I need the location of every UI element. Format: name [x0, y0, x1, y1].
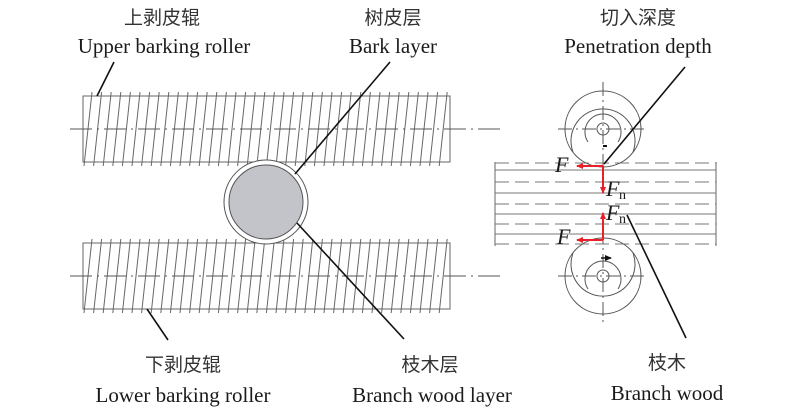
- svg-text:Branch wood: Branch wood: [611, 381, 724, 405]
- leader-upper-roller: [96, 61, 115, 97]
- roller-thread-line: [361, 238, 371, 314]
- roller-thread-line: [227, 91, 237, 167]
- roller-thread-line: [198, 91, 208, 167]
- roller-thread-line: [438, 238, 448, 314]
- leader-branch-wood-layer: [296, 222, 405, 340]
- leader-branch-wood: [626, 214, 687, 339]
- roller-thread-line: [294, 238, 304, 314]
- branch-cross-section: [223, 159, 309, 245]
- branch-wood-core: [228, 164, 304, 240]
- svg-text:枝木层: 枝木层: [401, 354, 458, 376]
- roller-thread-line: [265, 91, 275, 167]
- roller-thread-line: [294, 91, 304, 167]
- leader-lines: [96, 61, 687, 341]
- force-label-F-upper: F: [554, 152, 569, 177]
- svg-text:Branch wood layer: Branch wood layer: [352, 383, 512, 407]
- roller-thread-line: [198, 238, 208, 314]
- svg-text:Bark layer: Bark layer: [349, 34, 437, 58]
- svg-text:下剥皮辊: 下剥皮辊: [145, 354, 221, 376]
- roller-thread-line: [121, 238, 131, 314]
- roller-thread-line: [227, 238, 237, 314]
- roller-thread-line: [333, 238, 343, 314]
- roller-thread-line: [160, 91, 170, 167]
- leader-bark-layer: [294, 61, 391, 175]
- force-label-Fn-lower: F: [605, 200, 620, 225]
- leader-penetration-depth: [603, 66, 686, 165]
- label-branch-wood: 枝木 Branch wood: [611, 352, 724, 405]
- roller-thread-line: [361, 91, 371, 167]
- svg-text:Lower barking roller: Lower barking roller: [96, 383, 271, 407]
- roller-thread-line: [160, 238, 170, 314]
- upper-roller-front: [558, 82, 648, 176]
- label-branch-wood-layer: 枝木层 Branch wood layer: [352, 354, 512, 407]
- roller-thread-line: [333, 91, 343, 167]
- svg-text:Upper barking roller: Upper barking roller: [78, 34, 251, 58]
- roller-thread-line: [438, 91, 448, 167]
- label-lower-roller: 下剥皮辊 Lower barking roller: [96, 354, 271, 407]
- svg-text:上剥皮辊: 上剥皮辊: [124, 7, 200, 29]
- force-subscript-n-lower: n: [619, 212, 626, 227]
- svg-text:切入深度: 切入深度: [600, 7, 676, 29]
- roller-thread-line: [429, 238, 439, 314]
- force-label-Fn-upper: F: [605, 176, 620, 201]
- force-label-F-lower: F: [556, 224, 571, 249]
- roller-thread-line: [131, 238, 141, 314]
- svg-text:枝木: 枝木: [648, 352, 686, 374]
- label-penetration-depth: 切入深度 Penetration depth: [564, 7, 712, 58]
- roller-thread-line: [131, 91, 141, 167]
- roller-thread-line: [265, 238, 275, 314]
- label-bark-layer: 树皮层 Bark layer: [349, 7, 437, 58]
- roller-thread-line: [121, 91, 131, 167]
- svg-text:Penetration depth: Penetration depth: [564, 34, 712, 58]
- force-subscript-n-upper: n: [619, 188, 626, 203]
- lower-barking-roller: [70, 238, 492, 314]
- leader-lower-roller: [146, 308, 169, 341]
- roller-thread-line: [429, 91, 439, 167]
- label-upper-roller: 上剥皮辊 Upper barking roller: [78, 7, 251, 58]
- upper-barking-roller: [70, 91, 492, 167]
- svg-text:树皮层: 树皮层: [364, 7, 421, 29]
- force-vectors: F F n F n F: [554, 152, 626, 249]
